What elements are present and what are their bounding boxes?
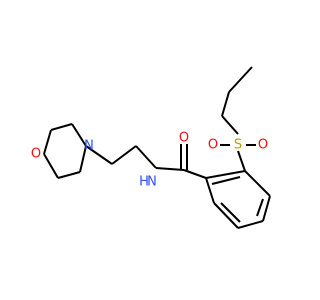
atom-morpholine-oxygen: O — [31, 147, 41, 162]
bond-ring-2-3 — [213, 202, 239, 229]
background — [0, 0, 300, 300]
bond-s-ch2 — [221, 115, 239, 135]
bond-ring-3-4 — [237, 220, 264, 229]
bond-ch2b-nh — [135, 145, 157, 169]
bond-carbonyl-ring — [183, 169, 207, 179]
bond-c3-c4 — [57, 171, 81, 179]
bond-ring-inner-b — [256, 198, 264, 217]
atom-sulfonyl-oxygen-left: O — [208, 138, 218, 153]
atom-morpholine-nitrogen: N — [84, 139, 94, 154]
bond-n-c3 — [79, 145, 87, 173]
bond-ring-inner-a — [220, 202, 241, 223]
atom-amide-hydrogen: H — [139, 175, 149, 190]
bond-ring-s — [237, 150, 246, 172]
atom-labels: O N N H O S O O — [31, 131, 268, 190]
bond-c4-o — [43, 153, 59, 179]
bond-n-ch2a — [85, 145, 113, 165]
bond-ch2-ch2 — [221, 91, 230, 117]
bond-ring-5-6 — [244, 170, 271, 197]
bond-o-c1 — [43, 129, 52, 155]
bond-ch2-ch3 — [228, 66, 253, 93]
molecule-structure: O N N H O S O O — [0, 0, 300, 300]
bond-c2-n — [71, 123, 87, 147]
bond-ring-inner-c — [211, 176, 241, 185]
bond-nh-carbonyl — [155, 167, 185, 171]
atom-sulfonyl-oxygen-right: O — [258, 138, 268, 153]
bond-ch2a-ch2b — [111, 145, 137, 165]
bonds — [43, 66, 271, 229]
atom-carbonyl-oxygen: O — [179, 131, 189, 146]
bond-c1-c2 — [50, 123, 73, 131]
bond-ring-4-5 — [262, 195, 271, 222]
bond-ring-6-1 — [205, 170, 246, 179]
bond-ring-1-2 — [205, 177, 215, 204]
atom-sulfur: S — [234, 138, 242, 153]
atom-amide-nitrogen: N — [147, 175, 157, 190]
